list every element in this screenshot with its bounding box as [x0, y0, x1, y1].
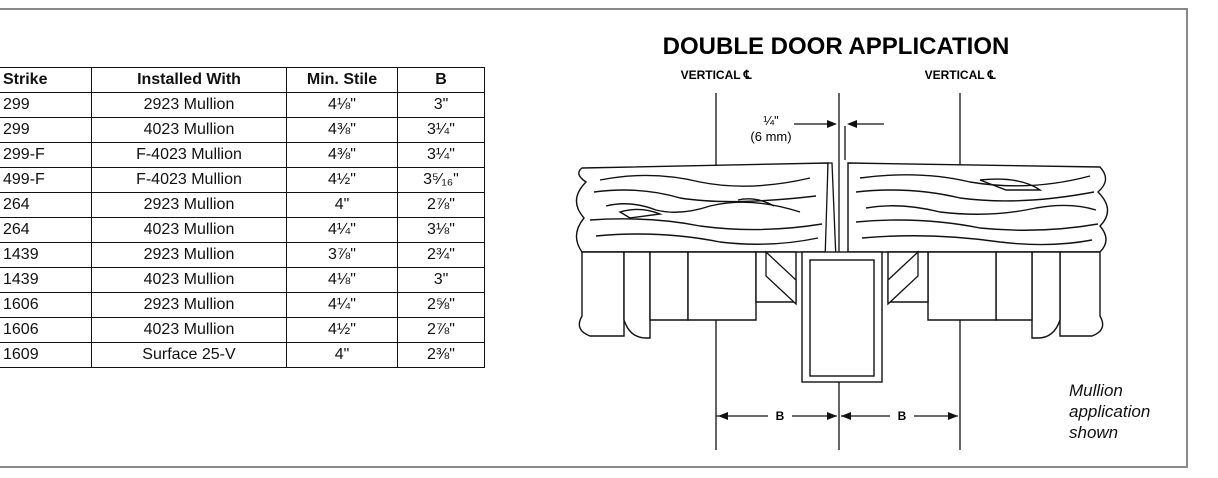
- cell-b: 3¼": [397, 117, 485, 143]
- figure-frame: [0, 8, 1188, 468]
- cell-min-stile: 4¼": [286, 292, 398, 318]
- dim-arrow-left-start: [718, 412, 728, 420]
- cell-strike: 1606: [0, 317, 92, 343]
- cell-installed-with: F-4023 Mullion: [91, 142, 287, 168]
- dim-label-left: B: [776, 409, 785, 423]
- cell-installed-with: 2923 Mullion: [91, 242, 287, 268]
- note-line-2: application: [1069, 402, 1151, 421]
- cell-strike: 264: [0, 217, 92, 243]
- cell-b: 2⅜": [397, 342, 485, 368]
- cell-installed-with: 2923 Mullion: [91, 192, 287, 218]
- cell-min-stile: 4¼": [286, 217, 398, 243]
- header-installed-with: Installed With: [91, 67, 287, 93]
- header-b: B: [397, 67, 485, 93]
- cell-min-stile: 4⅜": [286, 117, 398, 143]
- cell-b: 2¾": [397, 242, 485, 268]
- dim-arrow-right-end: [948, 412, 958, 420]
- strike-wedge-right: [887, 250, 919, 306]
- cell-b: 3¼": [397, 142, 485, 168]
- cell-min-stile: 4": [286, 342, 398, 368]
- cell-min-stile: 4⅜": [286, 142, 398, 168]
- cell-b: 2⅝": [397, 292, 485, 318]
- cell-min-stile: 3⅞": [286, 242, 398, 268]
- gap-fraction-label: ¼": [763, 113, 779, 128]
- gap-metric-label: (6 mm): [750, 129, 791, 144]
- centerline-label-left: VERTICAL ℄: [681, 68, 752, 82]
- cell-installed-with: 2923 Mullion: [91, 92, 287, 118]
- cell-min-stile: 4": [286, 192, 398, 218]
- mullion-note: Mullion application shown: [1069, 380, 1150, 443]
- centerline-label-right: VERTICAL ℄: [925, 68, 996, 82]
- header-min-stile: Min. Stile: [286, 67, 398, 93]
- cell-b: 3": [397, 267, 485, 293]
- mullion: [801, 251, 883, 383]
- cell-min-stile: 4½": [286, 317, 398, 343]
- dim-label-right: B: [898, 409, 907, 423]
- cell-min-stile: 4⅛": [286, 267, 398, 293]
- cell-b: 3": [397, 92, 485, 118]
- strike-wedge-left: [765, 250, 797, 306]
- left-door-section: [575, 162, 829, 253]
- cell-strike: 1606: [0, 292, 92, 318]
- cell-b: 3⅛": [397, 217, 485, 243]
- cell-min-stile: 4½": [286, 167, 398, 193]
- cell-strike: 299: [0, 117, 92, 143]
- table-header-row: Strike Installed With Min. Stile B: [0, 67, 485, 93]
- cell-installed-with: 4023 Mullion: [91, 317, 287, 343]
- cell-strike: 1439: [0, 267, 92, 293]
- diagram-title: DOUBLE DOOR APPLICATION: [663, 33, 1010, 60]
- cell-strike: 499-F: [0, 167, 92, 193]
- cell-installed-with: F-4023 Mullion: [91, 167, 287, 193]
- note-line-3: shown: [1069, 423, 1119, 442]
- cell-strike: 264: [0, 192, 92, 218]
- right-door-section: [847, 162, 1109, 253]
- note-line-1: Mullion: [1069, 381, 1123, 400]
- gap-arrow-right: [847, 120, 857, 128]
- cell-installed-with: Surface 25-V: [91, 342, 287, 368]
- cell-b: 2⅞": [397, 192, 485, 218]
- dim-arrow-left-end: [827, 412, 837, 420]
- cell-b: 2⅞": [397, 317, 485, 343]
- cell-installed-with: 4023 Mullion: [91, 267, 287, 293]
- cell-installed-with: 2923 Mullion: [91, 292, 287, 318]
- double-door-diagram: DOUBLE DOOR APPLICATION VERTICAL ℄ VERTI…: [575, 33, 1109, 450]
- cell-b: 3⁵⁄₁₆": [397, 167, 485, 193]
- cell-strike: 299-F: [0, 142, 92, 168]
- cell-installed-with: 4023 Mullion: [91, 117, 287, 143]
- cell-strike: 299: [0, 92, 92, 118]
- cell-strike: 1609: [0, 342, 92, 368]
- cell-min-stile: 4⅛": [286, 92, 398, 118]
- header-strike: Strike: [0, 67, 92, 93]
- cell-installed-with: 4023 Mullion: [91, 217, 287, 243]
- dim-arrow-right-start: [841, 412, 851, 420]
- cell-strike: 1439: [0, 242, 92, 268]
- gap-arrow-left: [827, 120, 837, 128]
